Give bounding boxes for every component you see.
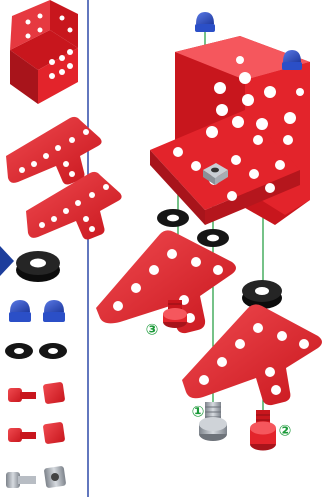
black-washer bbox=[157, 209, 189, 227]
red-screw bbox=[250, 410, 276, 451]
red-square-nut-part-icon bbox=[43, 422, 66, 445]
thick-washer bbox=[242, 280, 282, 309]
step-label: ① bbox=[192, 403, 205, 421]
blue-cap-nut-part-icon bbox=[43, 300, 65, 322]
black-washer-part-icon bbox=[5, 343, 33, 359]
red-screw-part-icon bbox=[8, 428, 36, 442]
thick-washer-part-icon bbox=[16, 251, 60, 282]
black-washer bbox=[197, 229, 229, 247]
step-label: ② bbox=[279, 422, 292, 440]
blue-cap-nut-part-icon bbox=[9, 300, 31, 322]
black-washer-part-icon bbox=[39, 343, 67, 359]
bracket-part-icon bbox=[10, 0, 78, 104]
red-screw-part-icon bbox=[8, 388, 36, 402]
blue-cap-nut bbox=[195, 12, 215, 32]
red-square-nut-part-icon bbox=[43, 382, 66, 405]
step-label: ③ bbox=[146, 321, 159, 339]
pointer-arrow-icon bbox=[0, 246, 14, 276]
silver-square-nut-part-icon bbox=[44, 466, 67, 489]
silver-screw-part-icon bbox=[6, 472, 36, 488]
